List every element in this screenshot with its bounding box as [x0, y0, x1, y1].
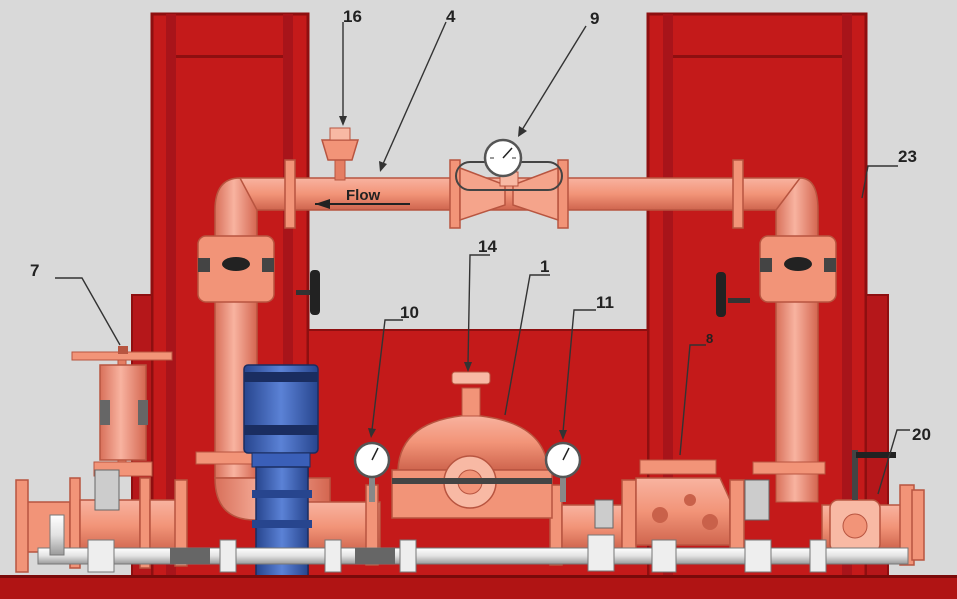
- main-pump: [391, 371, 553, 519]
- cabinet-handle-right: [716, 272, 750, 317]
- callout-4: 4: [446, 7, 456, 26]
- callout-23: 23: [898, 147, 917, 166]
- callout-8: 8: [706, 331, 713, 346]
- discharge-gauge: [544, 441, 582, 502]
- flowmeter: [455, 161, 563, 222]
- low-pipeline: [37, 469, 909, 573]
- top-pressure-gauge: [483, 138, 523, 178]
- floor: [0, 575, 957, 599]
- air-release-valve: [320, 127, 360, 181]
- callout-leaders: [55, 21, 910, 495]
- callout-11: 11: [596, 293, 614, 312]
- callout-1: 1: [540, 257, 549, 276]
- suction-gauge: [353, 441, 391, 502]
- callout-9: 9: [590, 9, 599, 28]
- callout-10: 10: [400, 303, 419, 322]
- callout-16: 16: [343, 7, 362, 26]
- callout-7: 7: [30, 261, 39, 280]
- right-vertical-pipe: [752, 235, 837, 503]
- callout-20: 20: [912, 425, 931, 444]
- flow-label: Flow: [346, 187, 380, 204]
- cabinet-handle-left: [296, 270, 320, 315]
- vertical-motor-pump: [243, 364, 319, 578]
- callout-14: 14: [478, 237, 497, 256]
- flow-arrow: Flow: [315, 187, 410, 209]
